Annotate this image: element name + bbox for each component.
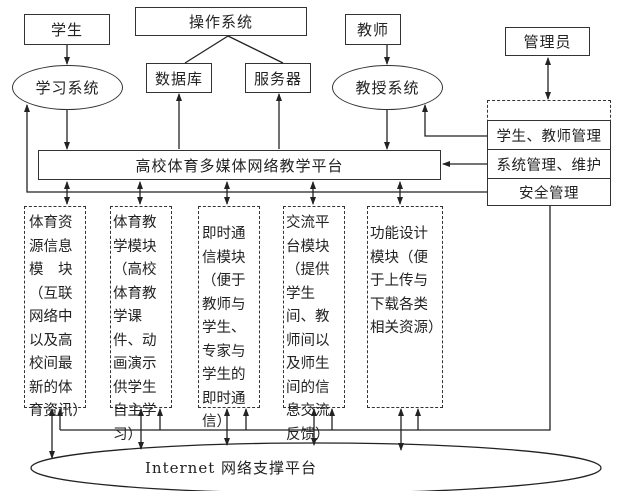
admin-label: 管理员 xyxy=(523,33,572,51)
teacher-label: 教师 xyxy=(356,21,389,39)
admin-function-user-mgmt: 学生、教师管理 xyxy=(487,120,611,150)
security-bus-line xyxy=(60,206,551,431)
admin-function-label: 系统管理、维护 xyxy=(496,157,602,174)
platform-box: 高校体育多媒体网络教学平台 xyxy=(38,150,441,180)
teacher-box: 教师 xyxy=(345,14,401,45)
arrow-security-to-learning xyxy=(24,104,487,193)
student-box: 学生 xyxy=(24,14,110,45)
server-label: 服务器 xyxy=(253,69,302,88)
teaching-system-ellipse: 教授系统 xyxy=(332,65,443,110)
os-label: 操作系统 xyxy=(188,13,253,31)
module-box-5 xyxy=(367,206,443,408)
module-box-1 xyxy=(24,206,86,408)
module-box-3 xyxy=(198,206,260,408)
module-text-4: 交流平台模块（提供学生间、教师间以及师生间的信息交流反馈） xyxy=(286,215,330,443)
admin-function-label: 安全管理 xyxy=(519,185,579,202)
admin-function-system-mgmt: 系统管理、维护 xyxy=(487,149,611,179)
module-text-2: 体育教学模块（高校体育教学课件、动画演示供学生自主学习） xyxy=(113,215,157,443)
server-box: 服务器 xyxy=(245,63,311,93)
module-text-1: 体育资源信息模 块（互联网络中以及高校间最新的体育资讯） xyxy=(29,215,87,419)
arrow-mgmt-to-teaching xyxy=(422,104,487,137)
internet-label: Internet 网络支撑平台 xyxy=(145,459,317,477)
admin-function-security: 安全管理 xyxy=(487,178,611,206)
database-label: 数据库 xyxy=(154,69,203,88)
teaching-system-label: 教授系统 xyxy=(355,79,420,97)
student-label: 学生 xyxy=(50,21,83,39)
admin-function-label: 学生、教师管理 xyxy=(496,128,602,145)
link-os-database xyxy=(184,35,229,64)
module-text-5: 功能设计模块（便于上传与下载各类相关资源） xyxy=(370,226,443,336)
learning-system-label: 学习系统 xyxy=(35,79,100,97)
database-box: 数据库 xyxy=(146,63,212,93)
learning-system-ellipse: 学习系统 xyxy=(12,65,123,110)
internet-ellipse xyxy=(30,442,602,491)
module-box-2 xyxy=(110,206,172,408)
os-box: 操作系统 xyxy=(135,7,307,36)
platform-label: 高校体育多媒体网络教学平台 xyxy=(135,156,344,175)
module-text-3: 即时通信模块（便于教师与学生、专家与学生的即时通信） xyxy=(202,226,246,430)
module-box-4 xyxy=(283,206,345,408)
link-os-server xyxy=(227,35,284,64)
admin-box: 管理员 xyxy=(505,27,590,56)
